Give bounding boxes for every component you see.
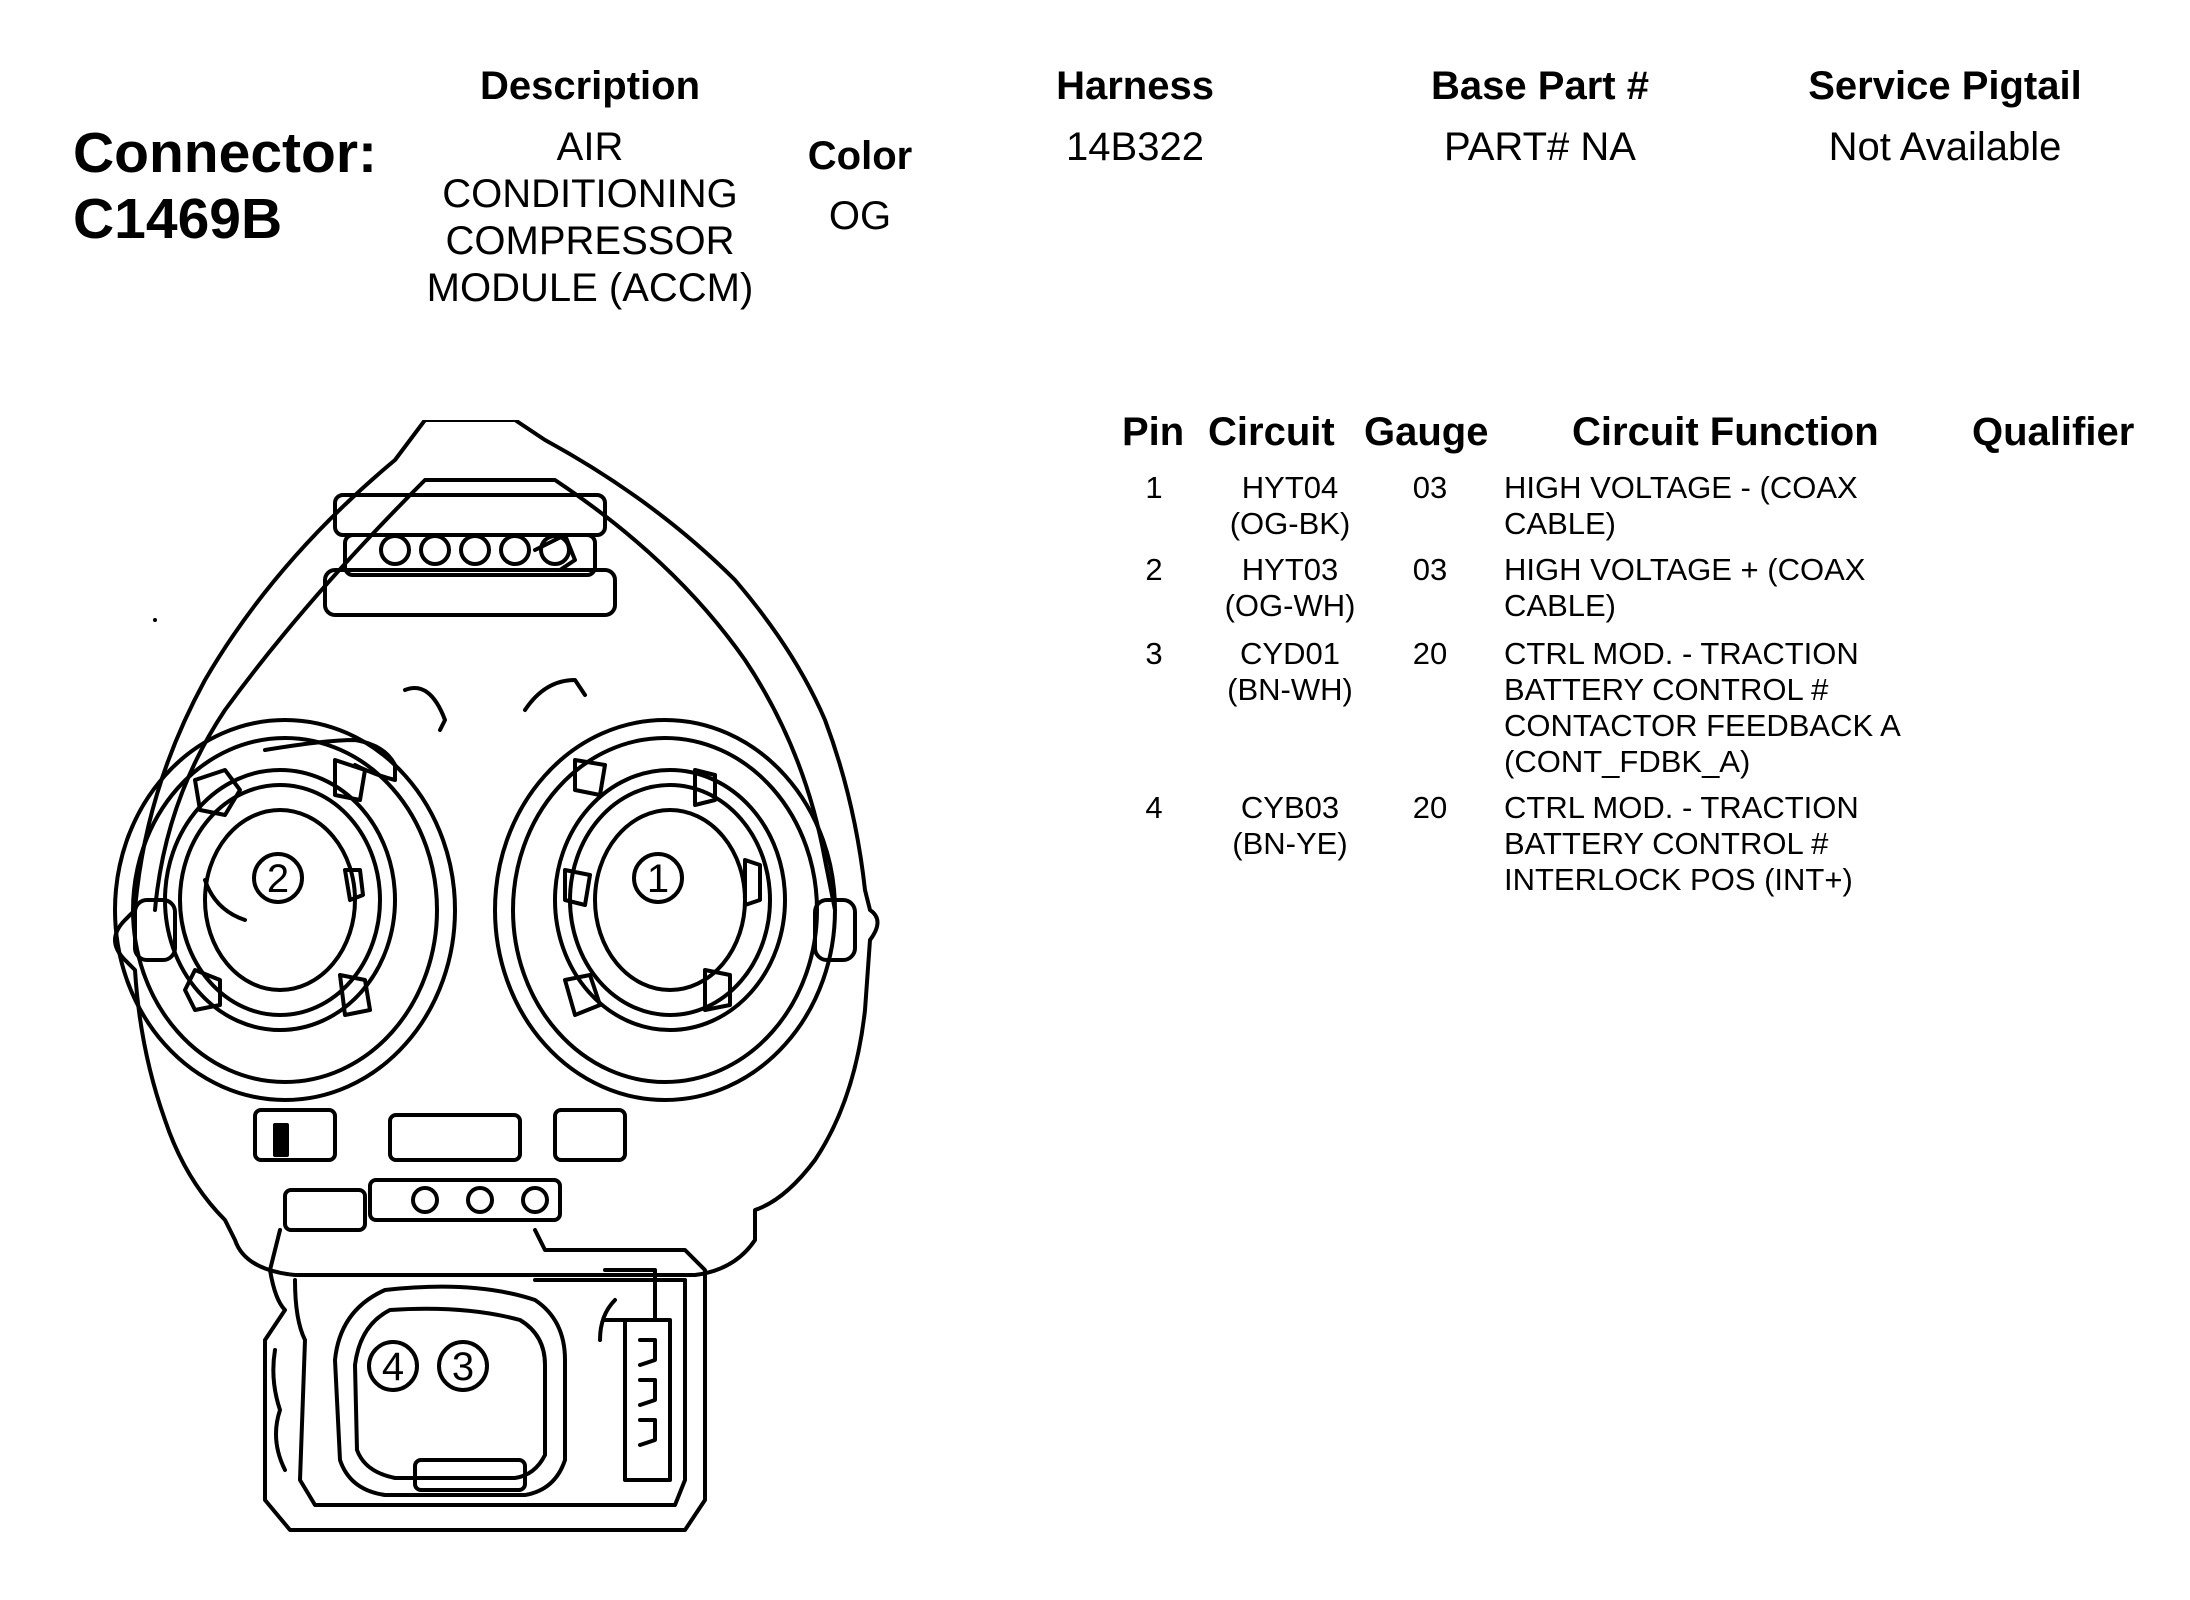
pin-2-label: 2: [267, 857, 289, 901]
cavity-pin-1: [493, 678, 837, 1102]
connector-title: Connector: C1469B: [73, 120, 377, 252]
circuit-color: (OG-BK): [1229, 506, 1351, 541]
circuit-color: (BN-YE): [1232, 826, 1348, 861]
table-row-gauge: 03: [1412, 470, 1448, 505]
column-header-gauge: Gauge: [1364, 410, 1489, 454]
table-row-function: HIGH VOLTAGE + (COAX CABLE): [1504, 552, 1934, 624]
circuit-code: CYD01: [1240, 636, 1340, 671]
table-row-gauge: 20: [1412, 636, 1448, 671]
base-part-header: Base Part #: [1431, 64, 1649, 108]
description-value: AIR CONDITIONING COMPRESSOR MODULE (ACCM…: [400, 124, 780, 312]
function-line: CTRL MOD. - TRACTION: [1504, 790, 1859, 825]
function-line: HIGH VOLTAGE + (COAX: [1504, 552, 1866, 587]
top-latch: [323, 493, 617, 617]
pin-4-label: 4: [382, 1345, 404, 1389]
cavity-pin-2: [113, 686, 457, 1102]
table-row-circuit: HYT03 (OG-WH): [1190, 552, 1390, 624]
function-line: HIGH VOLTAGE - (COAX: [1504, 470, 1858, 505]
base-part-value: PART# NA: [1444, 125, 1636, 169]
pin-1-label: 1: [647, 857, 669, 901]
circuit-code: HYT04: [1241, 470, 1339, 505]
description-line: AIR: [556, 125, 624, 169]
connector-id: C1469B: [73, 187, 283, 251]
function-line: INTERLOCK POS (INT+): [1504, 862, 1853, 897]
color-value: OG: [828, 194, 892, 238]
table-row-pin: 2: [1145, 552, 1163, 587]
harness-value: 14B322: [1066, 125, 1204, 169]
housing-inner-arch: [153, 478, 837, 912]
harness-header: Harness: [1056, 64, 1214, 108]
circuit-code: CYB03: [1240, 790, 1340, 825]
description-line: MODULE (ACCM): [426, 266, 754, 310]
function-line: BATTERY CONTROL #: [1504, 826, 1829, 861]
circuit-color: (BN-WH): [1227, 672, 1353, 707]
pin-3-label: 3: [452, 1345, 474, 1389]
circuit-code: HYT03: [1241, 552, 1339, 587]
circuit-color: (OG-WH): [1224, 588, 1356, 623]
table-row-pin: 3: [1145, 636, 1163, 671]
pin-circle-3: 3: [437, 1340, 489, 1392]
pin-circle-1: 1: [632, 852, 684, 904]
table-row-gauge: 03: [1412, 552, 1448, 587]
function-line: CONTACTOR FEEDBACK A: [1504, 708, 1901, 743]
lower-housing: [263, 1228, 707, 1532]
service-pigtail-value: Not Available: [1828, 125, 2062, 169]
table-row-circuit: CYD01 (BN-WH): [1190, 636, 1390, 708]
table-row-circuit: CYB03 (BN-YE): [1190, 790, 1390, 862]
table-row-pin: 4: [1145, 790, 1163, 825]
connector-label: Connector:: [73, 121, 377, 185]
table-row-function: CTRL MOD. - TRACTION BATTERY CONTROL # C…: [1504, 636, 1934, 780]
function-line: (CONT_FDBK_A): [1504, 744, 1751, 779]
table-row-pin: 1: [1145, 470, 1163, 505]
function-line: CABLE): [1504, 588, 1616, 623]
middle-latch: [253, 1108, 627, 1232]
function-line: CABLE): [1504, 506, 1616, 541]
table-row-circuit: HYT04 (OG-BK): [1190, 470, 1390, 542]
color-header: Color: [807, 134, 913, 178]
description-header: Description: [479, 64, 701, 108]
table-row-function: HIGH VOLTAGE - (COAX CABLE): [1504, 470, 1934, 542]
service-pigtail-header: Service Pigtail: [1808, 64, 2082, 108]
function-line: BATTERY CONTROL #: [1504, 672, 1829, 707]
pin-circle-4: 4: [367, 1340, 419, 1392]
column-header-pin: Pin: [1122, 410, 1185, 454]
pin-circle-2: 2: [252, 852, 304, 904]
description-line: CONDITIONING: [442, 172, 738, 216]
housing-outline: [113, 420, 880, 1277]
connector-face-drawing: 2 1 4 3: [113, 420, 880, 1532]
description-line: COMPRESSOR: [445, 219, 735, 263]
column-header-circuit: Circuit: [1208, 410, 1335, 454]
column-header-circuit-function: Circuit Function: [1572, 410, 1879, 454]
plug-outline: [333, 1284, 567, 1497]
function-line: CTRL MOD. - TRACTION: [1504, 636, 1859, 671]
table-row-function: CTRL MOD. - TRACTION BATTERY CONTROL # I…: [1504, 790, 1934, 898]
column-header-qualifier: Qualifier: [1972, 410, 2135, 454]
table-row-gauge: 20: [1412, 790, 1448, 825]
